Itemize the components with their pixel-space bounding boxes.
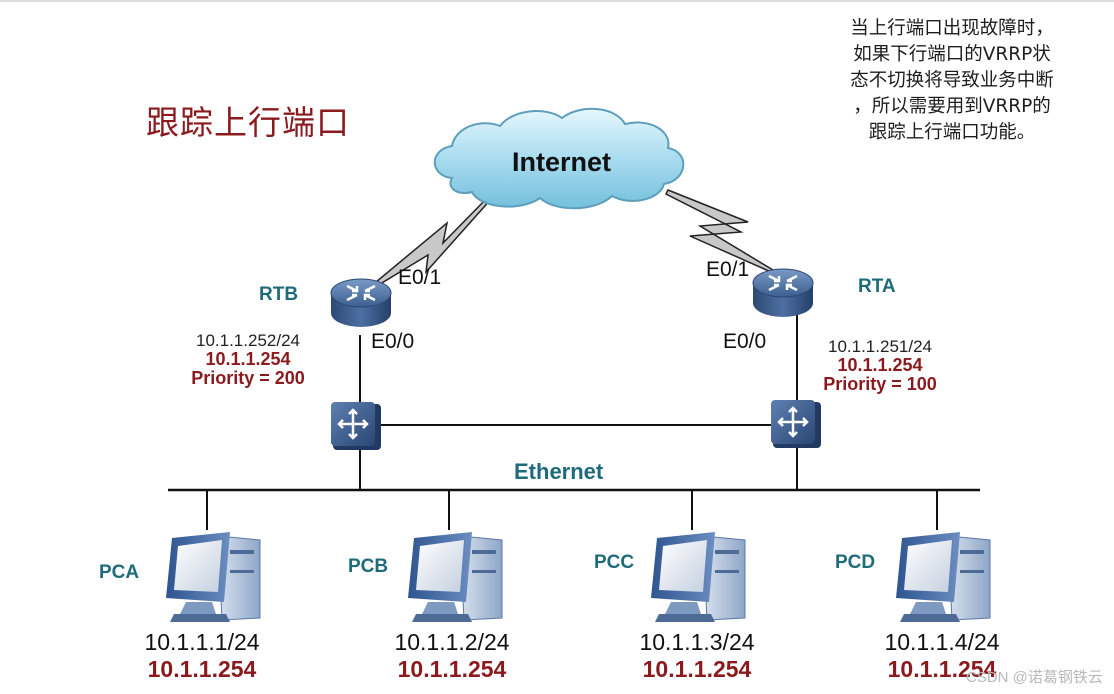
router-rtb-label: RTB <box>259 284 299 305</box>
pc-c-ip-block: 10.1.1.3/24 10.1.1.254 <box>617 629 777 683</box>
rta-ip-block: 10.1.1.251/24 10.1.1.254 Priority = 100 <box>808 337 952 394</box>
ethernet-label: Ethernet <box>514 459 604 484</box>
pc-b-label: PCB <box>348 556 389 577</box>
pc-a-ip: 10.1.1.1/24 <box>144 629 260 655</box>
pc-d-ip-block: 10.1.1.4/24 10.1.1.254 <box>862 629 1022 683</box>
internet-cloud <box>433 107 685 210</box>
note-line: 如果下行端口的VRRP状 <box>853 44 1051 65</box>
diagram-title: 跟踪上行端口 <box>146 103 350 142</box>
rta-downlink-port: E0/0 <box>723 330 767 353</box>
pc-a-ip-block: 10.1.1.1/24 10.1.1.254 <box>122 629 282 683</box>
rtb-virtual-ip: 10.1.1.254 <box>205 349 291 369</box>
pc-b-ip: 10.1.1.2/24 <box>394 629 510 655</box>
switch-right-icon[interactable] <box>771 400 821 448</box>
top-border <box>0 0 1114 2</box>
router-rta-label: RTA <box>858 276 896 297</box>
switch-left-icon[interactable] <box>331 402 381 450</box>
pc-d-icon[interactable] <box>896 532 991 622</box>
pc-c-label: PCC <box>594 552 635 573</box>
pc-a-gateway: 10.1.1.254 <box>147 656 257 682</box>
router-rta-icon[interactable] <box>752 268 814 317</box>
note-line: 跟踪上行端口功能。 <box>868 122 1036 143</box>
pc-c-ip: 10.1.1.3/24 <box>639 629 755 655</box>
pc-b-icon[interactable] <box>408 532 503 622</box>
pc-c-gateway: 10.1.1.254 <box>642 656 752 682</box>
rta-priority: Priority = 100 <box>823 374 937 394</box>
pc-d-gateway: 10.1.1.254 <box>887 656 997 682</box>
rta-uplink-port: E0/1 <box>706 258 750 281</box>
note-line: 态不切换将导致业务中断 <box>850 70 1054 91</box>
note-line: 当上行端口出现故障时， <box>850 18 1054 39</box>
pc-b-gateway: 10.1.1.254 <box>397 656 507 682</box>
rta-ip: 10.1.1.251/24 <box>828 337 932 356</box>
pc-b-ip-block: 10.1.1.2/24 10.1.1.254 <box>372 629 532 683</box>
explanation-note: 当上行端口出现故障时， 如果下行端口的VRRP状 态不切换将导致业务中断 ，所以… <box>818 16 1086 146</box>
rtb-downlink-port: E0/0 <box>371 330 415 353</box>
internet-label: Internet <box>512 147 612 177</box>
rtb-ip: 10.1.1.252/24 <box>196 331 300 350</box>
pc-c-icon[interactable] <box>651 532 746 622</box>
pc-d-label: PCD <box>835 552 876 573</box>
router-rtb-icon[interactable] <box>330 278 392 327</box>
note-line: ，所以需要用到VRRP的 <box>853 96 1051 117</box>
rtb-ip-block: 10.1.1.252/24 10.1.1.254 Priority = 200 <box>176 331 320 388</box>
rtb-priority: Priority = 200 <box>191 368 305 388</box>
rtb-uplink-port: E0/1 <box>398 266 442 289</box>
rta-virtual-ip: 10.1.1.254 <box>837 355 923 375</box>
pc-d-ip: 10.1.1.4/24 <box>884 629 1000 655</box>
pc-a-label: PCA <box>99 562 140 583</box>
pc-a-icon[interactable] <box>166 532 261 622</box>
watermark: CSDN @诺葛钢铁云 <box>966 669 1103 686</box>
